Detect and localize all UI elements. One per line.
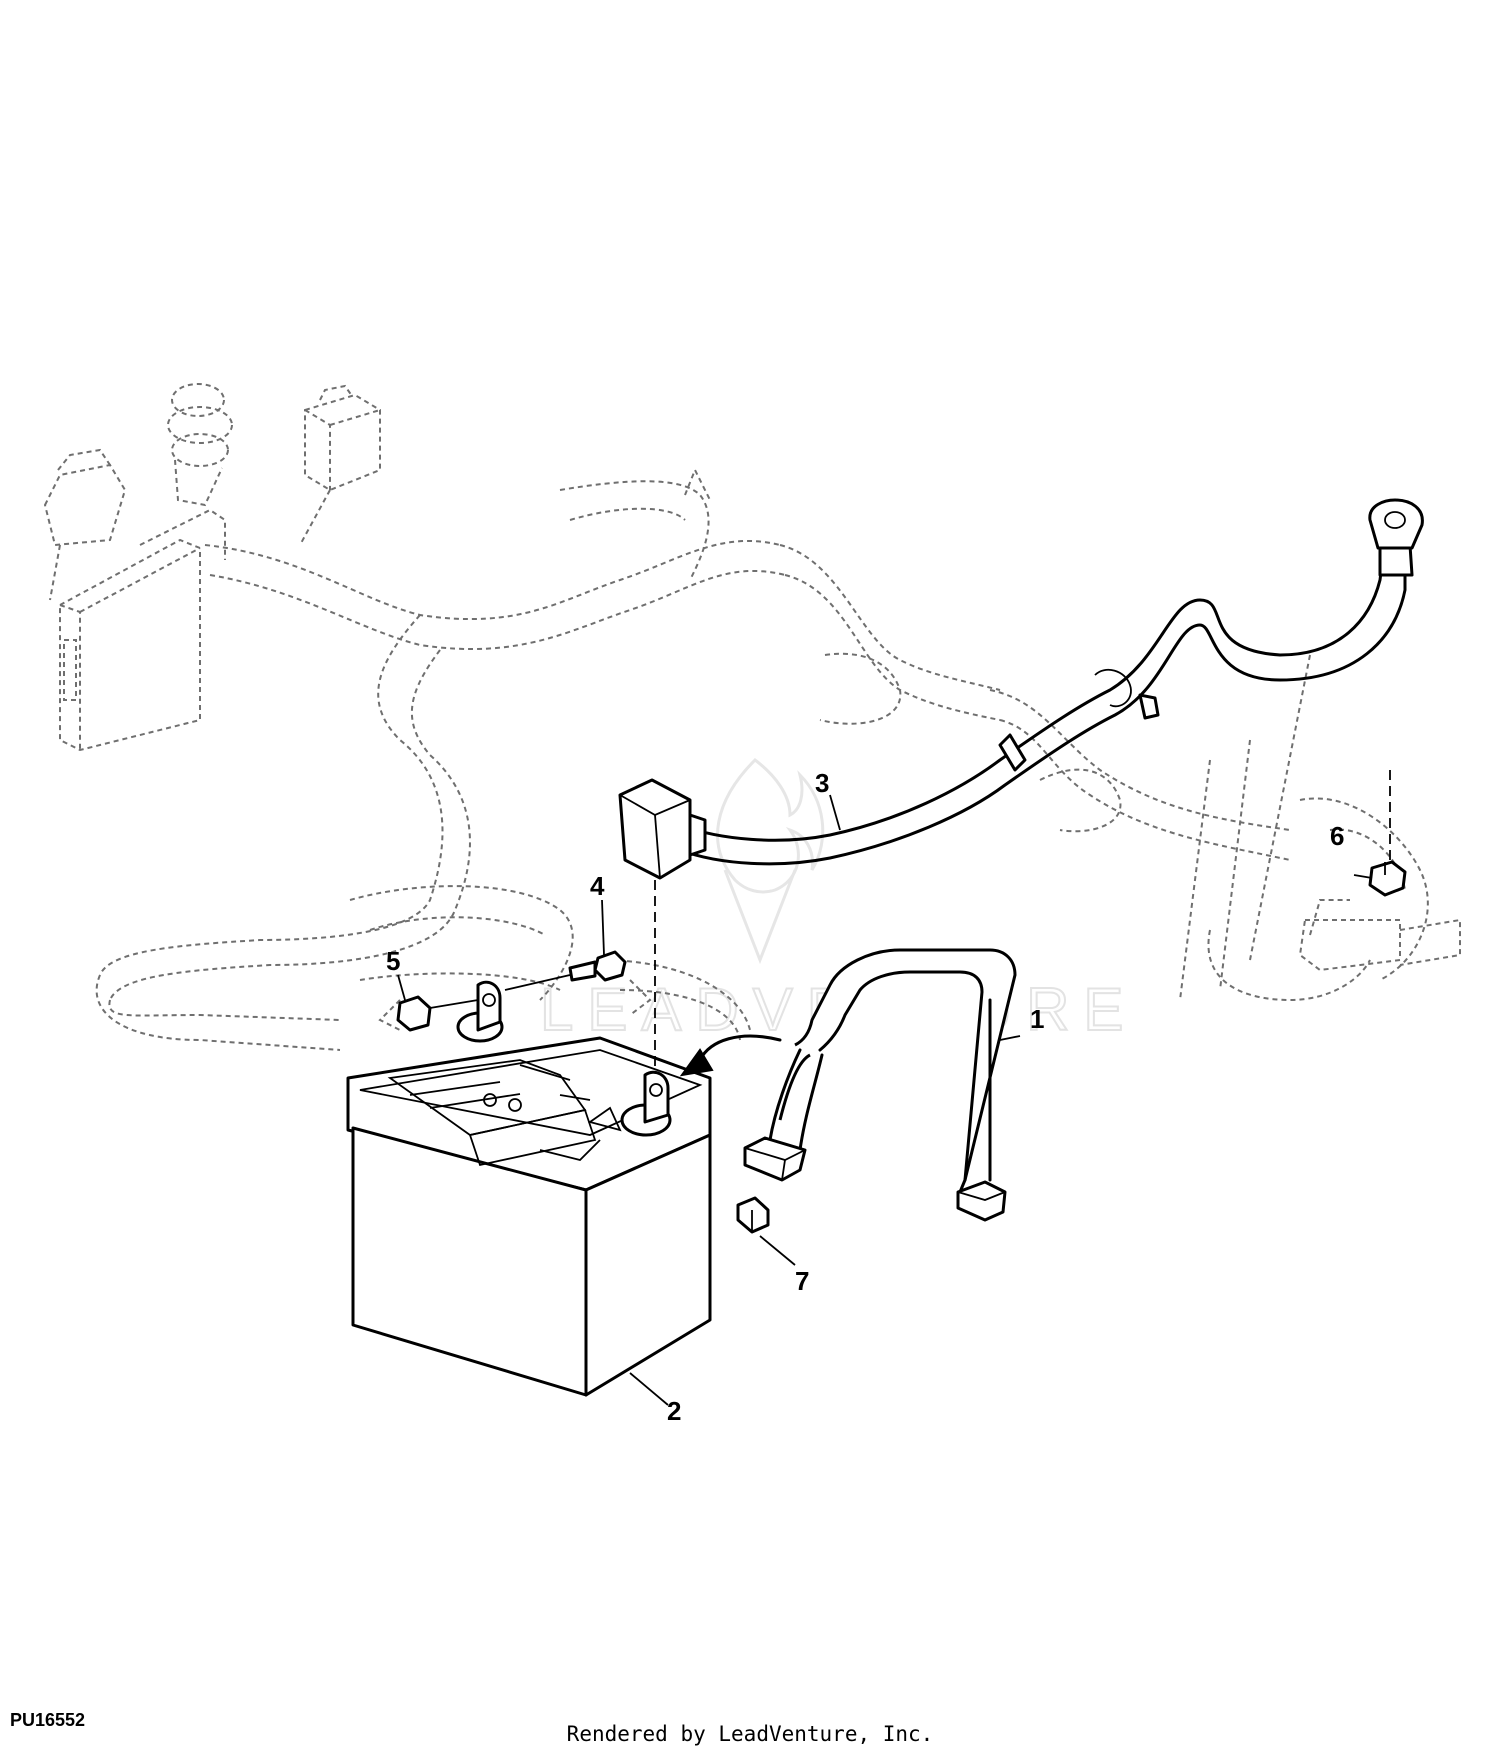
- leader-3: [829, 794, 841, 831]
- leader-5: [397, 974, 406, 1001]
- leader-7: [759, 1235, 796, 1266]
- terminal-nut: [396, 995, 479, 1032]
- callout-7: 7: [795, 1266, 809, 1296]
- callout-6: 6: [1330, 821, 1344, 851]
- assembly-arrow: [679, 1034, 782, 1077]
- battery: [346, 980, 712, 1397]
- leader-1: [999, 1035, 1021, 1041]
- leader-4: [601, 899, 605, 956]
- callout-1: 1: [1030, 1004, 1044, 1034]
- battery-top-label: [387, 1059, 622, 1167]
- battery-hold-down-strap: [743, 948, 1017, 1222]
- battery-positive-terminal: [620, 1070, 672, 1137]
- callout-5: 5: [386, 946, 400, 976]
- callout-3: 3: [815, 768, 829, 798]
- callout-4: 4: [590, 871, 605, 901]
- background-wiring-harness: [43, 383, 1461, 1051]
- figure-id: PU16552: [10, 1710, 86, 1730]
- leader-2: [629, 1372, 669, 1406]
- battery-cable: [618, 498, 1424, 1070]
- callouts: 1 2 3 4 5 6 7: [386, 768, 1344, 1426]
- terminal-bolt: [504, 950, 627, 991]
- watermark-flame-logo-icon: [716, 758, 825, 965]
- callout-leaders: [397, 794, 1373, 1406]
- clip: [736, 1196, 770, 1234]
- callout-2: 2: [667, 1396, 681, 1426]
- nut: [1368, 770, 1407, 897]
- leader-6: [1353, 874, 1373, 879]
- render-credit: Rendered by LeadVenture, Inc.: [566, 1722, 934, 1746]
- battery-negative-terminal: [456, 980, 504, 1043]
